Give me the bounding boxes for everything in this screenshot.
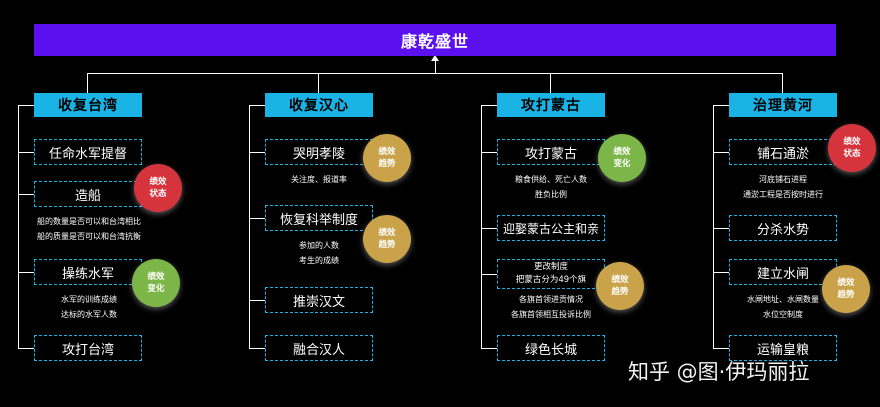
branch (713, 272, 729, 273)
branch (249, 152, 265, 153)
performance-badge: 绩效趋势 (822, 265, 870, 313)
badge-line: 变化 (613, 159, 631, 169)
task-恢复科举制度: 恢复科举制度 (265, 205, 373, 231)
note: 考生的成绩 (299, 256, 339, 265)
performance-badge: 绩效状态 (134, 164, 182, 212)
branch (18, 194, 34, 195)
badge-line: 绩效 (378, 147, 396, 157)
branch (249, 218, 265, 219)
col2-trunk (249, 105, 250, 348)
task-建立水闸: 建立水闸 (729, 259, 837, 285)
col4-drop (782, 73, 783, 93)
note: 水位空制度 (763, 310, 803, 319)
branch (481, 105, 497, 106)
badge-line: 趋势 (378, 159, 396, 169)
note: 水闸地址、水闸数量 (747, 295, 819, 304)
task-推崇汉文: 推崇汉文 (265, 287, 373, 313)
badge-line: 状态 (149, 189, 167, 199)
category-收复汉心: 收复汉心 (265, 93, 373, 117)
branch (249, 300, 265, 301)
note: 船的质量是否可以和台湾抗衡 (37, 232, 141, 241)
col2-drop (318, 73, 319, 93)
branch (481, 274, 497, 275)
note: 达标的水军人数 (61, 310, 117, 319)
note: 各旗首领相互投诉比例 (511, 310, 591, 319)
category-治理黄河: 治理黄河 (729, 93, 837, 117)
top-bus (87, 73, 783, 74)
badge-line: 状态 (843, 149, 861, 159)
branch (481, 348, 497, 349)
performance-badge: 绩效趋势 (596, 262, 644, 310)
badge-line: 绩效 (149, 177, 167, 187)
branch (249, 105, 265, 106)
performance-badge: 绩效趋势 (363, 215, 411, 263)
performance-badge: 绩效趋势 (363, 134, 411, 182)
performance-badge: 绩效状态 (828, 124, 876, 172)
task-造船: 造船 (34, 181, 142, 207)
badge-line: 趋势 (611, 287, 629, 297)
task-哭明孝陵: 哭明孝陵 (265, 139, 373, 165)
task-迎娶蒙古公主和亲: 迎娶蒙古公主和亲 (497, 215, 605, 241)
branch (713, 348, 729, 349)
col1-trunk (18, 105, 19, 348)
note: 参加的人数 (299, 241, 339, 250)
task-任命水军提督: 任命水军提督 (34, 139, 142, 165)
branch (481, 152, 497, 153)
note: 关注度、报道率 (291, 175, 347, 184)
badge-line: 变化 (147, 284, 165, 294)
branch (18, 152, 34, 153)
task-融合汉人: 融合汉人 (265, 335, 373, 361)
branch (249, 348, 265, 349)
col3-drop (550, 73, 551, 93)
branch (713, 152, 729, 153)
branch (713, 105, 729, 106)
badge-line: 绩效 (378, 228, 396, 238)
branch (18, 272, 34, 273)
branch (18, 348, 34, 349)
task-绿色长城: 绿色长城 (497, 335, 605, 361)
branch (481, 228, 497, 229)
badge-line: 绩效 (837, 278, 855, 288)
category-收复台湾: 收复台湾 (34, 93, 142, 117)
col3-trunk (481, 105, 482, 348)
col1-drop (87, 73, 88, 93)
task-攻打蒙古: 攻打蒙古 (497, 139, 605, 165)
task-运输皇粮: 运输皇粮 (729, 335, 837, 361)
branch (18, 105, 34, 106)
note: 船的数量是否可以和台湾相比 (37, 217, 141, 226)
task-铺石通淤: 铺石通淤 (729, 139, 837, 165)
arrow-up-icon (431, 55, 439, 61)
badge-line: 绩效 (611, 275, 629, 285)
performance-badge: 绩效变化 (598, 134, 646, 182)
branch (713, 228, 729, 229)
note: 粮食供给、死亡人数 (515, 175, 587, 184)
performance-badge: 绩效变化 (132, 259, 180, 307)
badge-line: 绩效 (843, 137, 861, 147)
watermark: 知乎 @图·伊玛丽拉 (628, 360, 810, 384)
task-攻打台湾: 攻打台湾 (34, 335, 142, 361)
col4-trunk (713, 105, 714, 348)
task-操练水军: 操练水军 (34, 259, 142, 285)
note: 胜负比例 (535, 190, 567, 199)
category-攻打蒙古: 攻打蒙古 (497, 93, 605, 117)
note: 河底铺石进程 (759, 175, 807, 184)
badge-line: 趋势 (837, 290, 855, 300)
task-更改制度: 更改制度 把蒙古分为49个旗 (497, 259, 605, 289)
task-line: 把蒙古分为49个旗 (515, 275, 587, 285)
task-分杀水势: 分杀水势 (729, 215, 837, 241)
badge-line: 绩效 (613, 147, 631, 157)
badge-line: 绩效 (147, 272, 165, 282)
note: 通淤工程是否按时进行 (743, 190, 823, 199)
task-line: 更改制度 (533, 262, 568, 272)
root-title: 康乾盛世 (34, 24, 836, 56)
note: 各旗首领进贡情况 (519, 295, 583, 304)
note: 水军的训练成绩 (61, 295, 117, 304)
badge-line: 趋势 (378, 240, 396, 250)
root-connector (435, 60, 436, 74)
